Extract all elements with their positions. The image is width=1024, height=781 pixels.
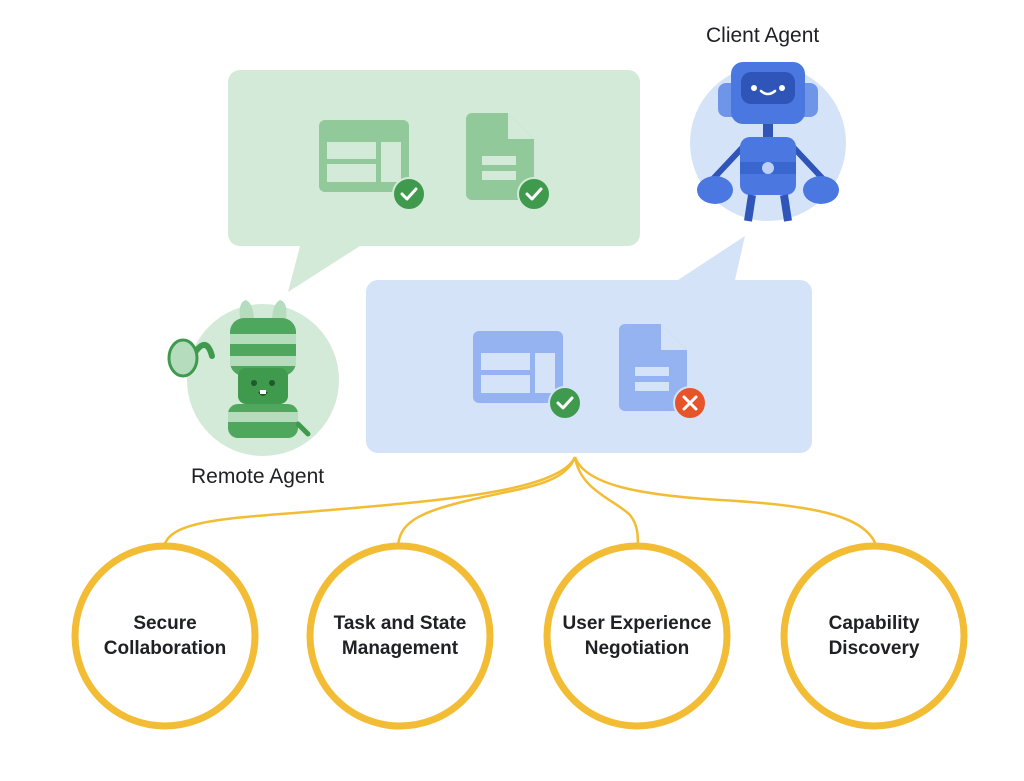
circle-ux-negotiation xyxy=(543,542,731,730)
capability-line: Collaboration xyxy=(103,638,227,659)
capability-line: Discovery xyxy=(828,638,920,659)
document-icon xyxy=(466,113,534,200)
capability-line: Capability xyxy=(828,613,920,634)
circle-secure-collaboration xyxy=(71,542,259,730)
capability-line: Management xyxy=(341,638,459,659)
error-badge-icon xyxy=(673,386,707,420)
document-icon xyxy=(619,324,687,411)
connector-task-state xyxy=(396,456,577,550)
check-badge-icon xyxy=(548,386,582,420)
check-badge-icon xyxy=(392,177,426,211)
circle-capability-discovery xyxy=(780,542,968,730)
remote-agent-bubble xyxy=(228,70,640,292)
check-badge-icon xyxy=(517,177,551,211)
capability-line: Secure xyxy=(133,613,197,634)
connector-secure-collaboration xyxy=(162,456,577,550)
client-agent-label: Client Agent xyxy=(706,24,820,47)
capability-line: Task and State xyxy=(333,613,467,634)
capability-label-task-state: Task and State Management xyxy=(315,611,485,661)
client-agent-avatar xyxy=(690,62,846,222)
connector-lines xyxy=(162,456,879,550)
capability-circles xyxy=(71,542,968,730)
connector-capability-discovery xyxy=(573,456,879,550)
capability-label-secure-collaboration: Secure Collaboration xyxy=(80,611,250,661)
connector-ux-negotiation xyxy=(573,456,640,550)
remote-agent-avatar xyxy=(167,300,339,456)
capability-label-capability-discovery: Capability Discovery xyxy=(789,611,959,661)
circle-task-state xyxy=(306,542,494,730)
remote-agent-label: Remote Agent xyxy=(191,465,325,488)
table-layout-icon xyxy=(473,331,563,403)
capability-line: User Experience xyxy=(562,613,712,634)
capability-line: Negotiation xyxy=(584,638,690,659)
table-layout-icon xyxy=(319,120,409,192)
client-agent-bubble xyxy=(366,236,812,453)
capability-label-ux-negotiation: User Experience Negotiation xyxy=(552,611,722,661)
